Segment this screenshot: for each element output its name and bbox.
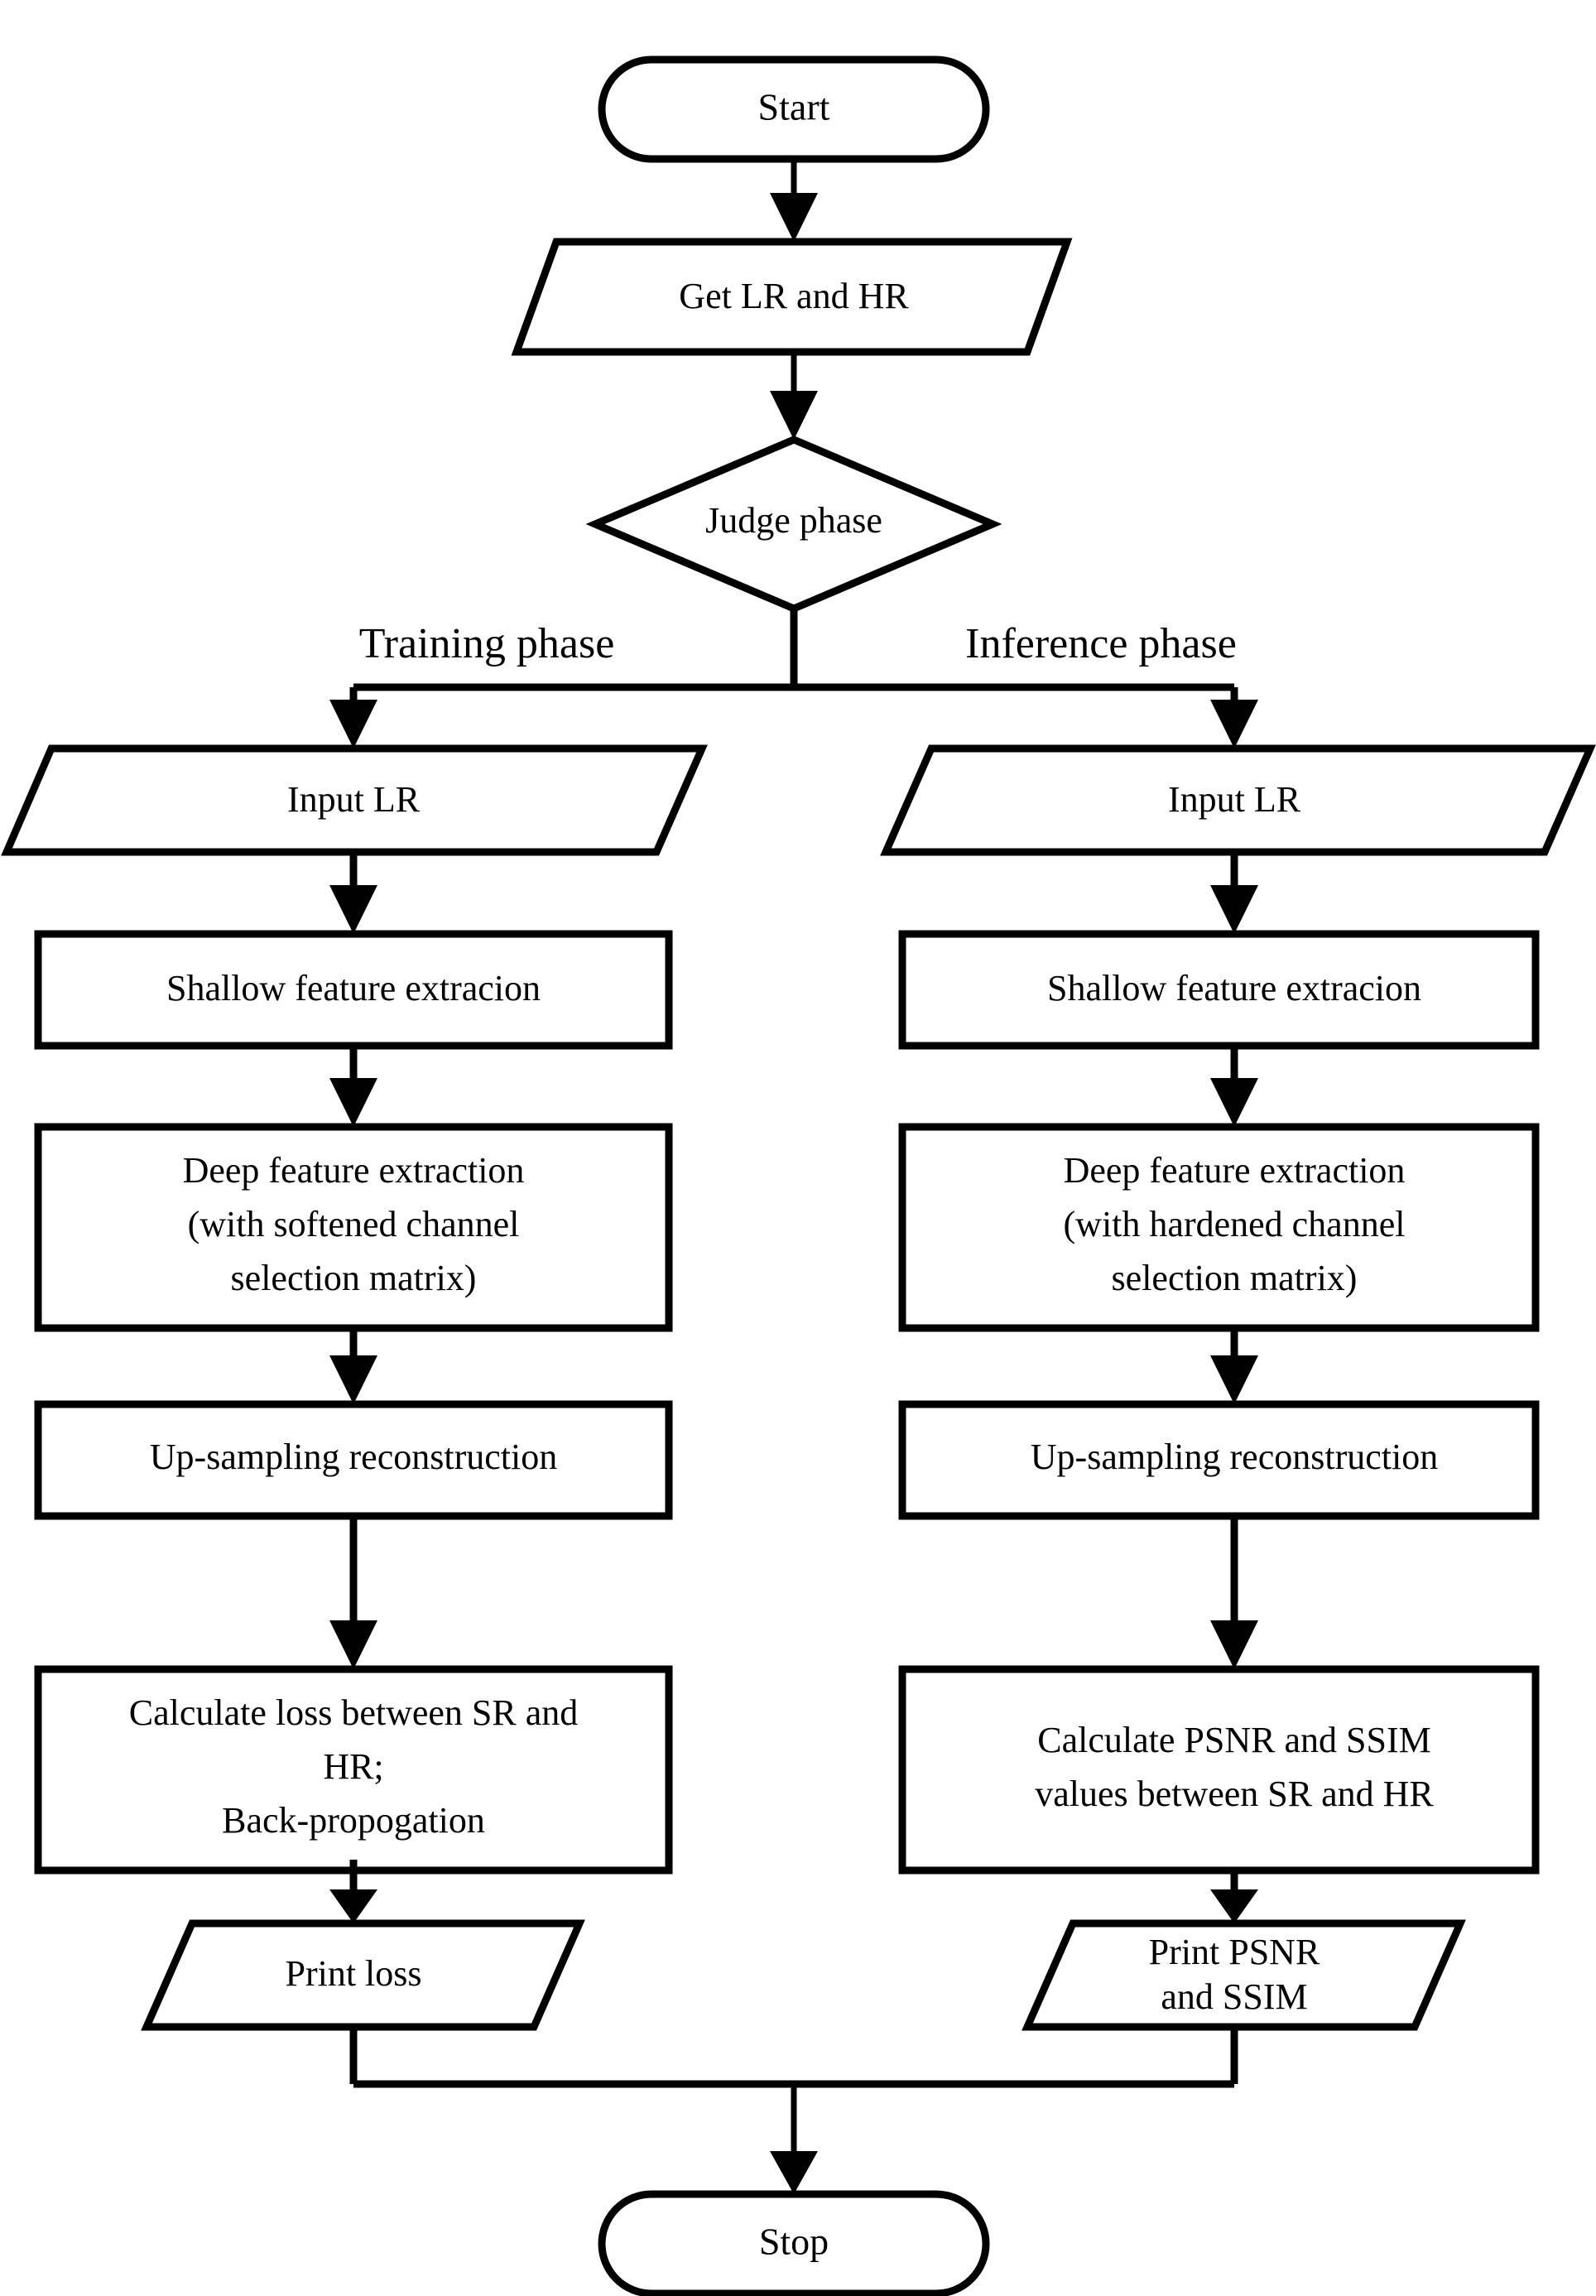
arrow-head-icon	[770, 391, 818, 440]
node-inference-deep-feature[interactable]: Deep feature extraction (with hardened c…	[898, 1123, 1540, 1332]
edge-inference-shallow-to-deep	[1210, 1046, 1258, 1127]
training-deep-label-line2: (with softened channel	[188, 1204, 520, 1244]
inference-shallow-label: Shallow feature extracion	[1047, 968, 1421, 1008]
node-training-input-lr[interactable]: Input LR	[1, 744, 708, 856]
arrow-head-icon	[1210, 1620, 1258, 1669]
inference-deep-label-line2: (with hardened channel	[1064, 1204, 1406, 1244]
judge-phase-label: Judge phase	[705, 500, 882, 541]
node-start[interactable]: Start	[598, 55, 990, 163]
edge-training-upsample-to-calculate	[329, 1516, 377, 1669]
inference-upsample-label: Up-sampling reconstruction	[1031, 1437, 1438, 1477]
inference-deep-label-line3: selection matrix)	[1112, 1258, 1358, 1298]
edge-merge-to-stop	[349, 2027, 1238, 2194]
inference-print-label-line2: and SSIM	[1161, 1976, 1307, 2017]
training-deep-label-line3: selection matrix)	[231, 1258, 477, 1298]
edge-inference-upsample-to-calculate	[1210, 1516, 1258, 1669]
edge-training-deep-to-upsample	[329, 1328, 377, 1404]
training-deep-label-line1: Deep feature extraction	[183, 1150, 525, 1191]
arrow-head-icon	[1210, 700, 1258, 748]
inference-deep-label-line1: Deep feature extraction	[1064, 1150, 1406, 1191]
edge-start-to-get	[770, 159, 818, 242]
arrow-head-icon	[329, 1889, 377, 1923]
arrow-head-icon	[329, 885, 377, 934]
node-inference-shallow-feature[interactable]: Shallow feature extracion	[898, 930, 1540, 1050]
inference-deep-box-shape	[898, 1123, 1540, 1332]
training-deep-box-shape	[34, 1123, 673, 1332]
training-calculate-label-line3: Back-propogation	[222, 1800, 485, 1841]
node-inference-print-metrics[interactable]: Print PSNR and SSIM	[1022, 1919, 1466, 2031]
inference-input-lr-label: Input LR	[1168, 779, 1301, 820]
get-lr-hr-parallelogram-shape	[511, 238, 1073, 356]
arrow-head-icon	[329, 1355, 377, 1404]
edge-training-shallow-to-deep	[329, 1046, 377, 1127]
node-training-upsampling[interactable]: Up-sampling reconstruction	[34, 1400, 673, 1520]
get-lr-hr-label: Get LR and HR	[679, 276, 909, 316]
inference-calculate-box-shape	[898, 1665, 1540, 1875]
training-upsample-label: Up-sampling reconstruction	[150, 1437, 557, 1477]
edge-get-to-judge	[770, 352, 818, 440]
branch-label-inference: Inference phase	[965, 620, 1237, 667]
inference-print-parallelogram-shape	[1022, 1919, 1466, 2031]
arrow-head-icon	[1210, 1889, 1258, 1923]
stop-terminal-shape	[598, 2190, 990, 2296]
arrow-head-icon	[1210, 1355, 1258, 1404]
inference-calculate-label-line1: Calculate PSNR and SSIM	[1037, 1720, 1430, 1760]
start-label: Start	[758, 86, 830, 128]
arrow-head-icon	[1210, 885, 1258, 934]
inference-shallow-box-shape	[898, 930, 1540, 1050]
node-training-calculate-loss[interactable]: Calculate loss between SR and HR; Back-p…	[34, 1665, 673, 1875]
arrow-head-icon	[329, 1620, 377, 1669]
training-input-lr-parallelogram-shape	[1, 744, 708, 856]
node-get-lr-and-hr[interactable]: Get LR and HR	[511, 238, 1073, 356]
edge-training-calculate-to-print	[329, 1860, 377, 1923]
node-training-deep-feature[interactable]: Deep feature extraction (with softened c…	[34, 1123, 673, 1332]
edge-inference-input-to-shallow	[1210, 852, 1258, 934]
training-print-parallelogram-shape	[141, 1919, 585, 2031]
node-training-print-loss[interactable]: Print loss	[141, 1919, 585, 2031]
training-calculate-label-line1: Calculate loss between SR and	[129, 1692, 579, 1733]
training-shallow-label: Shallow feature extracion	[166, 968, 541, 1008]
node-inference-upsampling[interactable]: Up-sampling reconstruction	[898, 1400, 1540, 1520]
node-inference-input-lr[interactable]: Input LR	[880, 744, 1596, 856]
node-stop[interactable]: Stop	[598, 2190, 990, 2296]
training-input-lr-label: Input LR	[287, 779, 421, 820]
stop-label: Stop	[759, 2221, 829, 2263]
training-calculate-label-line2: HR;	[323, 1746, 383, 1787]
training-print-label: Print loss	[285, 1953, 421, 1994]
node-inference-calculate-metrics[interactable]: Calculate PSNR and SSIM values between S…	[898, 1665, 1540, 1875]
arrow-head-icon	[770, 2151, 818, 2194]
edge-inference-calculate-to-print	[1210, 1870, 1258, 1923]
arrow-head-icon	[1210, 1078, 1258, 1127]
edge-judge-split	[329, 609, 1258, 748]
branch-label-training: Training phase	[359, 620, 615, 667]
inference-print-label-line1: Print PSNR	[1149, 1932, 1320, 1972]
node-training-shallow-feature[interactable]: Shallow feature extracion	[34, 930, 673, 1050]
inference-upsample-box-shape	[898, 1400, 1540, 1520]
node-judge-phase[interactable]: Judge phase	[585, 436, 1002, 613]
edge-inference-deep-to-upsample	[1210, 1328, 1258, 1404]
inference-calculate-label-line2: values between SR and HR	[1035, 1774, 1434, 1814]
training-calculate-box-shape	[34, 1665, 673, 1875]
inference-input-lr-parallelogram-shape	[880, 744, 1596, 856]
edge-training-input-to-shallow	[329, 852, 377, 934]
arrow-head-icon	[329, 700, 377, 748]
arrow-head-icon	[329, 1078, 377, 1127]
arrow-head-icon	[770, 193, 818, 242]
